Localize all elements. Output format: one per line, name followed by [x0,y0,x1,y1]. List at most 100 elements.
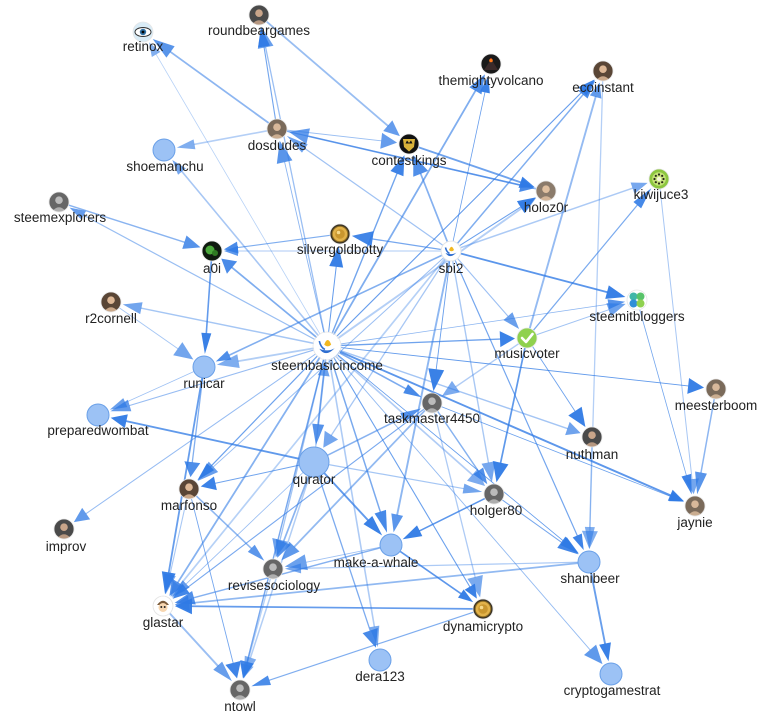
node-ecoinstant[interactable]: ecoinstant [572,60,634,95]
node-nuthman[interactable]: nuthman [566,426,619,462]
node-label: marfonso [161,498,217,513]
checkmark-avatar-icon[interactable] [517,328,537,348]
node-retinox[interactable]: retinox [123,21,164,54]
clover-avatar-icon[interactable] [627,290,647,310]
node-shoemanchu[interactable]: shoemanchu [126,138,204,174]
node-steemitbloggers[interactable]: steemitbloggers [589,289,685,324]
node-improv[interactable]: improv [46,518,87,554]
node-sbi2[interactable]: sbi2 [439,240,464,276]
arrowhead-steembasicincome-to-nuthman [565,421,581,436]
eye-avatar-icon[interactable] [133,22,153,42]
kiwi-avatar-icon[interactable] [649,169,669,189]
node-qurator[interactable]: qurator [293,446,336,487]
person-avatar-icon[interactable] [54,519,74,539]
node-themightyvolcano[interactable]: themightyvolcano [438,53,544,88]
node-label: themightyvolcano [438,73,543,88]
node-shanibeer[interactable]: shanibeer [560,550,620,586]
coin-avatar-icon[interactable] [330,224,350,244]
arrowhead-dosdudes-to-shoemanchu [176,139,196,150]
arrowhead-taskmaster4450-to-glastar [172,583,190,599]
person-avatar-icon[interactable] [706,379,726,399]
node-circle[interactable] [192,355,216,379]
person-avatar-icon[interactable] [582,427,602,447]
person-avatar-icon[interactable] [536,181,556,201]
person-avatar-icon[interactable] [484,484,504,504]
person-avatar-icon[interactable] [179,479,199,499]
coin-avatar-icon[interactable] [473,599,493,619]
avatar-ring [535,180,557,202]
node-label: steembasicincome [271,358,383,373]
node-meesterboom[interactable]: meesterboom [675,378,758,413]
arrowhead-steembasicincome-to-themightyvolcano [469,74,485,95]
node-dosdudes[interactable]: dosdudes [248,118,307,153]
person-avatar-icon[interactable] [101,292,121,312]
arrowhead-qurator-to-make-a-whale [363,515,383,536]
node-make-a-whale[interactable]: make-a-whale [334,533,419,570]
node-circle[interactable] [152,138,176,162]
person-avatar-icon[interactable] [422,393,442,413]
node-r2cornell[interactable]: r2cornell [85,291,137,326]
node-label: steemexplorers [14,210,107,225]
node-preparedwombat[interactable]: preparedwombat [47,403,149,438]
node-a0i[interactable]: a0i [201,240,223,276]
node-ntowl[interactable]: ntowl [224,679,256,714]
arrowhead-steembasicincome-to-steemexplorers [69,207,87,220]
crown-shield-avatar-icon[interactable] [399,134,419,154]
node-dynamicrypto[interactable]: dynamicrypto [443,598,523,634]
person-avatar-icon[interactable] [49,192,69,212]
arrowhead-sbi2-to-runicar [215,350,232,362]
node-label: kiwijuce3 [634,187,689,202]
node-musicvoter[interactable]: musicvoter [494,327,560,361]
edge-steembasicincome-to-a0i [231,266,318,338]
node-circle[interactable] [368,648,392,672]
arrowhead-steembasicincome-to-make-a-whale [374,509,388,533]
node-cryptogamestrat[interactable]: cryptogamestrat [564,662,661,698]
node-steembasicincome[interactable]: steembasicincome [271,331,383,373]
avatar-ring [626,289,648,311]
volcano-avatar-icon[interactable] [481,54,501,74]
arrowhead-shanibeer-to-cryptogamestrat [599,642,611,662]
person-avatar-icon[interactable] [230,680,250,700]
edge-sbi2-to-holoz0r [458,206,522,247]
arrowhead-sbi2-to-holger80 [481,461,496,483]
edge-sbi2-to-holger80 [452,260,490,464]
node-silvergoldbotty[interactable]: silvergoldbotty [297,223,384,257]
node-circle[interactable] [577,550,601,574]
edge-a0i-to-runicar [205,260,213,334]
node-label: holoz0r [524,200,569,215]
node-circle[interactable] [298,446,330,478]
node-holger80[interactable]: holger80 [470,483,523,518]
person-avatar-icon[interactable] [249,5,269,25]
person-avatar-icon[interactable] [593,61,613,81]
node-runicar[interactable]: runicar [183,355,225,391]
edge-steembasicincome-to-ecoinstant [336,90,584,337]
node-jaynie[interactable]: jaynie [676,495,713,530]
node-circle[interactable] [86,403,110,427]
avatar-ring [648,168,670,190]
arrowhead-sbi2-to-steemitbloggers [605,285,626,299]
node-label: dosdudes [248,138,307,153]
node-contestkings[interactable]: contestkings [371,133,447,168]
node-steemexplorers[interactable]: steemexplorers [14,191,107,225]
node-glastar[interactable]: glastar [143,595,184,630]
person-avatar-icon[interactable] [263,559,283,579]
person-avatar-icon[interactable] [267,119,287,139]
person-avatar-icon[interactable] [685,496,705,516]
node-label: revisesociology [228,578,321,593]
node-dera123[interactable]: dera123 [355,648,405,684]
node-marfonso[interactable]: marfonso [161,478,217,513]
forest-avatar-icon[interactable] [202,241,222,261]
sbi-logo-icon[interactable] [441,241,461,261]
edge-contestkings-to-holoz0r [417,146,522,184]
node-circle[interactable] [379,533,403,557]
node-revisesociology[interactable]: revisesociology [228,558,321,593]
node-roundbeargames[interactable]: roundbeargames [208,4,310,38]
node-circle[interactable] [599,662,623,686]
cartoon-face-avatar-icon[interactable] [153,596,173,616]
node-taskmaster4450[interactable]: taskmaster4450 [384,392,480,426]
node-kiwijuce3[interactable]: kiwijuce3 [634,168,689,202]
avatar-ring [516,327,538,349]
node-holoz0r[interactable]: holoz0r [524,180,569,215]
edge-marfonso-to-revisesociology [195,495,253,550]
sbi-logo-icon[interactable] [313,332,341,360]
